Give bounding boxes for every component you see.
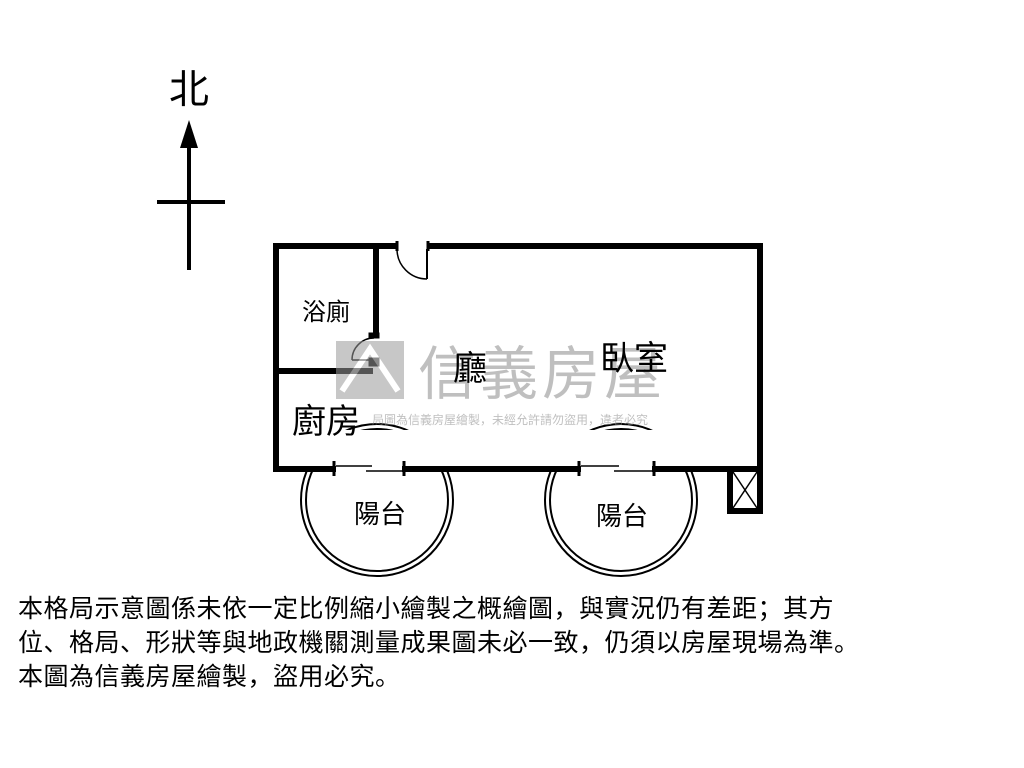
room-label-balcony-right: 陽台 xyxy=(596,502,648,532)
disclaimer-line-1: 本格局示意圖係未依一定比例縮小繪製之概繪圖，與實況仍有差距；其方 xyxy=(18,594,835,623)
room-label-balcony-left: 陽台 xyxy=(354,500,406,530)
disclaimer: 本格局示意圖係未依一定比例縮小繪製之概繪圖，與實況仍有差距；其方 位、格局、形狀… xyxy=(18,592,1008,694)
sliding-door-right xyxy=(577,461,656,476)
entrance-door xyxy=(395,241,430,280)
balcony-left xyxy=(298,423,458,577)
watermark: 信義房屋 局圖為信義房屋繪製，未經允許請勿盜用，違者必究 xyxy=(336,340,666,427)
brand-logo-icon xyxy=(336,341,404,399)
sliding-door-left xyxy=(332,461,406,476)
room-label-living: 廳 xyxy=(453,349,487,389)
compass: 北 xyxy=(157,67,225,270)
north-label: 北 xyxy=(169,67,209,113)
watermark-brand: 信義房屋 xyxy=(418,340,666,408)
disclaimer-line-2: 位、格局、形狀等與地政機關測量成果圖未必一致，仍須以房屋現場為準。 xyxy=(18,628,860,657)
room-label-bathroom: 浴廁 xyxy=(302,298,350,326)
disclaimer-line-3: 本圖為信義房屋繪製，盜用必究。 xyxy=(18,662,401,691)
shaft-box xyxy=(727,466,763,514)
room-label-kitchen: 廚房 xyxy=(292,402,360,442)
north-arrow-icon xyxy=(180,120,198,148)
balcony-right xyxy=(542,423,702,577)
room-label-bedroom: 臥室 xyxy=(600,339,668,379)
floor-plan: 北 xyxy=(157,67,763,577)
walls xyxy=(273,243,763,513)
watermark-notice: 局圖為信義房屋繪製，未經允許請勿盜用，違者必究 xyxy=(372,412,648,427)
